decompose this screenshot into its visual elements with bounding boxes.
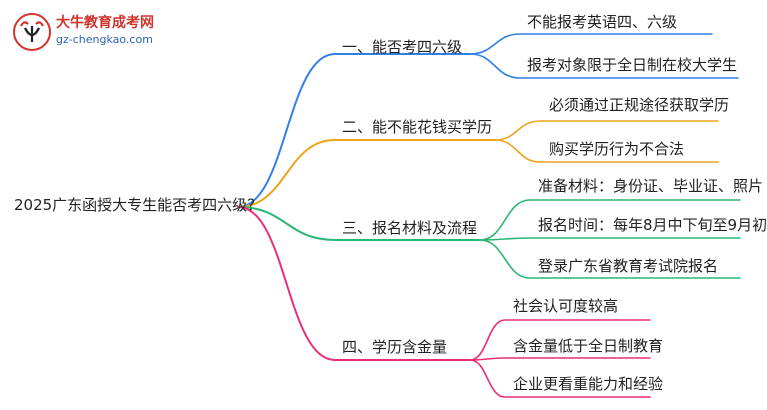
mind-map: 大牛教育成考网 gz-chengkao.com 2025广东函授大专生能否考四六… [12,12,767,398]
logo-title: 大牛教育成考网 [56,15,154,31]
branch-4-leaf-1: 社会认可度较高 [513,297,619,315]
branch-4-label: 四、学历含金量 [342,338,448,356]
branch-1-leaf-1-connector [469,33,713,55]
branch-2-leaf-2: 购买学历行为不合法 [549,140,685,158]
branch-4-connector [237,206,471,361]
branch-3-leaf-1: 准备材料：身份证、毕业证、照片 [538,177,764,195]
branch-3-leaf-3: 登录广东省教育考试院报名 [538,257,719,275]
branch-4-leaf-2: 含金量低于全日制教育 [513,337,664,355]
branch-1-label: 一、能否考四六级 [342,38,463,56]
branch-3-connector [237,206,481,241]
logo-url: gz-chengkao.com [56,33,153,46]
branch-2-connector [237,139,496,208]
branch-2-leaf-2-connector [494,139,719,163]
branch-2-leaf-1-connector [494,120,719,141]
branch-4-leaf-2-connector [469,357,651,361]
branch-1-leaf-2-connector [469,53,739,79]
brand-logo: 大牛教育成考网 gz-chengkao.com [12,12,182,52]
branch-3-leaf-2: 报名时间：每年8月中下旬至9月初 [538,216,767,234]
branch-1-leaf-1: 不能报考英语四、六级 [527,13,678,31]
branch-3-leaf-1-connector [479,199,741,241]
connector-layer [237,33,741,398]
branch-3-leaf-3-connector [479,239,741,279]
branch-3-leaf-2-connector [479,237,741,241]
branch-4-leaf-1-connector [469,319,651,361]
branch-4-leaf-3: 企业更看重能力和经验 [513,375,664,393]
bull-logo-icon [13,13,51,51]
branch-2-leaf-1: 必须通过正规途径获取学历 [549,96,730,114]
branch-2-label: 二、能不能花钱买学历 [342,118,493,136]
branch-4-leaf-3-connector [469,359,651,398]
root-topic: 2025广东函授大专生能否考四六级？ [14,196,263,214]
branch-1-connector [237,53,471,208]
branch-1-leaf-2: 报考对象限于全日制在校大学生 [527,56,738,74]
branch-3-label: 三、报名材料及流程 [342,219,478,237]
